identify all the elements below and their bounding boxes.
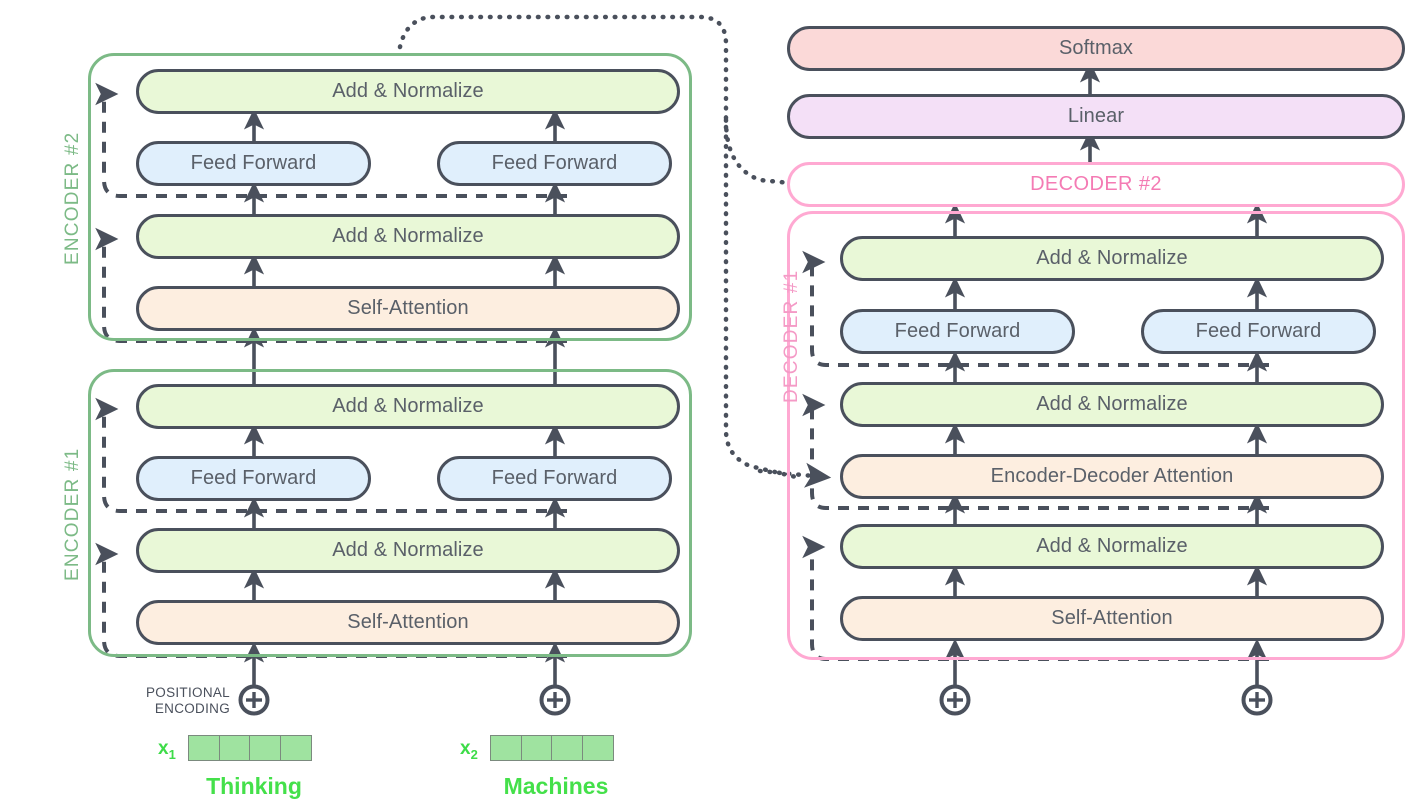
encoder1-feed-forward-left[interactable]: Feed Forward (136, 456, 371, 501)
plus-circle-enc-1 (238, 684, 270, 716)
encoder1-self-attention[interactable]: Self-Attention (136, 600, 680, 645)
embedding-cell (520, 735, 553, 761)
encoder1-feed-forward-right[interactable]: Feed Forward (437, 456, 672, 501)
decoder1-feed-forward-right[interactable]: Feed Forward (1141, 309, 1376, 354)
embedding-cell (581, 735, 614, 761)
token-2-word: Machines (503, 773, 609, 799)
positional-encoding-line-2: ENCODING (154, 701, 230, 717)
encoder2-feed-forward-right[interactable]: Feed Forward (437, 141, 672, 186)
decoder1-add-normalize-top[interactable]: Add & Normalize (840, 236, 1384, 281)
token-2-index: 2 (470, 746, 478, 762)
plus-circle-dec-1 (939, 684, 971, 716)
encoder-block-2-container (88, 53, 692, 341)
decoder1-add-normalize-middle[interactable]: Add & Normalize (840, 382, 1384, 427)
decoder1-add-normalize-bottom[interactable]: Add & Normalize (840, 524, 1384, 569)
softmax-box[interactable]: Softmax (787, 26, 1405, 71)
decoder-block-1-container (787, 211, 1405, 660)
embedding-cell (490, 735, 522, 761)
encoder2-feed-forward-left[interactable]: Feed Forward (136, 141, 371, 186)
positional-encoding-label: POSITIONAL ENCODING (135, 685, 230, 718)
linear-box[interactable]: Linear (787, 94, 1405, 139)
encoder1-add-normalize-top[interactable]: Add & Normalize (136, 384, 680, 429)
encoder1-add-normalize-bottom[interactable]: Add & Normalize (136, 528, 680, 573)
encoder-block-1-container (88, 369, 692, 657)
encoder2-add-normalize-top[interactable]: Add & Normalize (136, 69, 680, 114)
token-2-embedding (490, 735, 614, 761)
encoder-output-dotted-path (397, 14, 828, 481)
token-1-embedding (188, 735, 312, 761)
decoder1-encoder-decoder-attention[interactable]: Encoder-Decoder Attention (840, 454, 1384, 499)
encoder-output-to-encdec-attention (757, 462, 832, 488)
plus-circle-enc-2 (539, 684, 571, 716)
token-1-index: 1 (168, 746, 176, 762)
embedding-cell (279, 735, 312, 761)
embedding-cell (218, 735, 251, 761)
embedding-cell (249, 735, 281, 761)
encoder2-add-normalize-bottom[interactable]: Add & Normalize (136, 214, 680, 259)
plus-circle-dec-2 (1241, 684, 1273, 716)
decoder-block-2[interactable]: DECODER #2 (787, 162, 1405, 207)
positional-encoding-line-1: POSITIONAL (145, 685, 230, 700)
token-2-variable: x2 (460, 738, 478, 762)
decoder1-self-attention[interactable]: Self-Attention (840, 596, 1384, 641)
positional-encoding-plus-circles (238, 684, 1273, 716)
decoder1-feed-forward-left[interactable]: Feed Forward (840, 309, 1075, 354)
encoder2-self-attention[interactable]: Self-Attention (136, 286, 680, 331)
token-1-word: Thinking (206, 773, 302, 799)
embedding-cell (188, 735, 220, 761)
token-1-variable: x1 (158, 738, 176, 762)
embedding-cell (551, 735, 583, 761)
